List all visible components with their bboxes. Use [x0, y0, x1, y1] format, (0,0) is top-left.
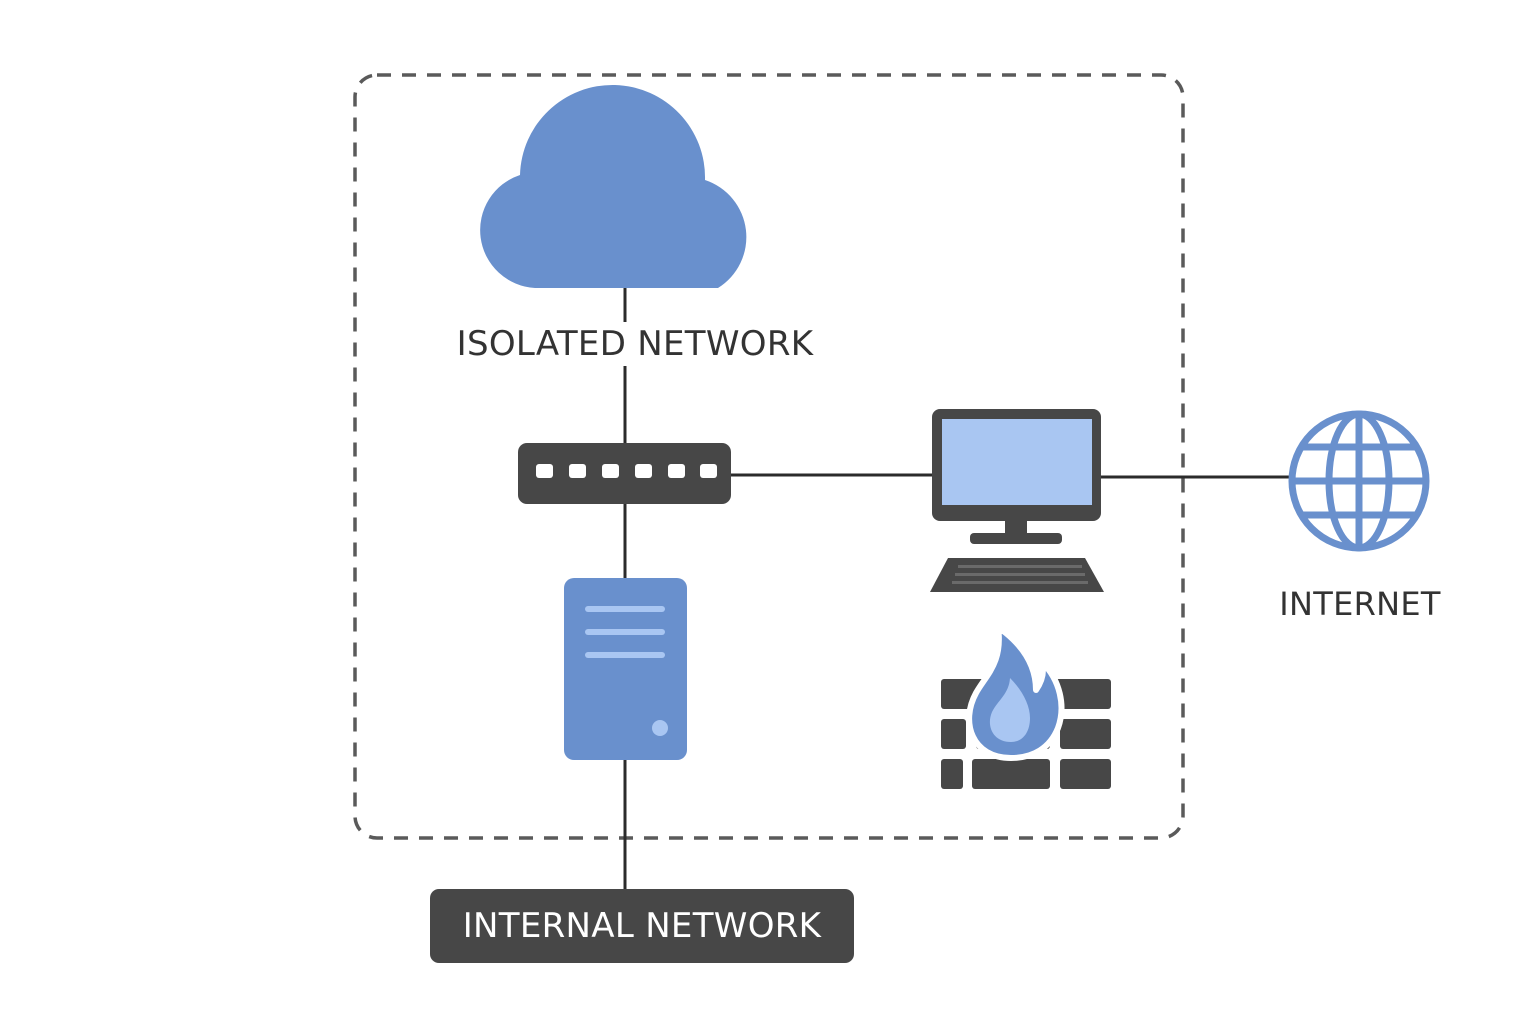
- computer-icon: [930, 409, 1104, 592]
- switch-icon: [518, 443, 731, 504]
- cloud-icon: [480, 84, 747, 289]
- server-icon: [564, 578, 687, 760]
- connections: [623, 288, 1290, 890]
- internet-label: INTERNET: [1279, 585, 1441, 623]
- isolated-network-label: ISOLATED NETWORK: [440, 322, 830, 366]
- globe-icon: [1288, 410, 1430, 552]
- firewall-icon: [941, 624, 1111, 789]
- isolated-network-boundary: [353, 73, 1185, 840]
- internal-network-label: INTERNAL NETWORK: [462, 906, 822, 946]
- internal-network-box: INTERNAL NETWORK: [430, 889, 854, 963]
